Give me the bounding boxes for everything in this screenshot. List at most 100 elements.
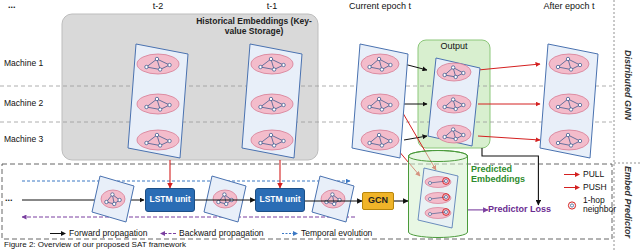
region-fill — [62, 14, 318, 160]
partition-blob — [437, 125, 471, 143]
graph-vertex — [158, 144, 161, 147]
partition-blob — [437, 95, 471, 113]
graph-vertex — [223, 193, 226, 196]
partition-blob — [321, 190, 345, 208]
legend-sample — [50, 229, 66, 238]
graph-vertex — [454, 75, 457, 78]
temporal-line — [22, 181, 350, 182]
forward-arrow — [404, 136, 427, 140]
machine-separator — [0, 86, 612, 87]
partition-blob — [137, 54, 179, 74]
partition-blob — [361, 54, 399, 74]
graph-snapshot — [242, 44, 302, 158]
partition-blob — [251, 54, 293, 74]
graph-vertex — [145, 141, 148, 144]
sample-line — [564, 187, 576, 188]
graph-vertex — [566, 97, 569, 100]
graph-edge — [146, 107, 160, 110]
connector — [468, 209, 488, 210]
graph-vertex — [380, 68, 383, 71]
graph-vertex — [168, 103, 171, 106]
graph-vertex — [566, 133, 569, 136]
connector — [169, 160, 170, 188]
graph-plane — [428, 58, 480, 146]
push-arrow — [478, 64, 540, 70]
neighbor-ring — [443, 194, 450, 201]
legend-text: Temporal evolution — [301, 229, 372, 238]
graph-snapshot — [312, 176, 354, 222]
graph-vertex — [272, 144, 275, 147]
neighbor-ring — [443, 209, 450, 216]
graph-vertex — [462, 133, 465, 136]
graph-vertex — [259, 105, 262, 108]
graph-vertex — [331, 193, 334, 196]
graph-vertex — [368, 105, 371, 108]
partition-blob — [137, 94, 179, 114]
region-fill — [418, 40, 490, 148]
graph-vertex — [443, 73, 446, 76]
loss-label: Predictor Loss — [488, 205, 551, 215]
graph-vertex — [556, 141, 559, 144]
graph-vertex — [333, 202, 336, 205]
sample-vertex — [570, 204, 573, 207]
graph-vertex — [118, 198, 121, 201]
partition-blob — [251, 130, 293, 150]
partition-blob — [425, 208, 451, 219]
legend-item: 1-hop neighbor — [564, 196, 623, 215]
graph-vertex — [451, 98, 454, 101]
graph-plane — [312, 176, 354, 222]
graph-vertex — [454, 107, 457, 110]
graph-edge — [260, 143, 274, 146]
legend-item: Backward propagation — [160, 229, 264, 238]
machine-separator — [0, 122, 612, 123]
graph-vertex — [445, 211, 448, 214]
graph-vertex — [217, 200, 220, 203]
partition-blob — [425, 193, 451, 204]
graph-vertex — [259, 141, 262, 144]
lstm-unit: LSTM unit — [145, 188, 195, 212]
sample-ring — [568, 202, 575, 209]
push-arrow — [478, 104, 540, 105]
graph-vertex — [451, 66, 454, 69]
annotation-label: After epoch t — [543, 2, 594, 12]
graph-vertex — [168, 63, 171, 66]
graph-vertex — [578, 103, 581, 106]
legend-item: PUSH — [564, 183, 607, 192]
graph-vertex — [145, 65, 148, 68]
partition-blob — [137, 130, 179, 150]
graph-snapshot — [204, 176, 246, 222]
graph-edge — [430, 197, 446, 199]
graph-vertex — [578, 139, 581, 142]
graph-vertex — [155, 57, 158, 60]
graph-vertex — [566, 57, 569, 60]
sample-head — [160, 231, 165, 236]
partition-blob — [213, 190, 237, 208]
graph-vertex — [389, 103, 392, 106]
graph-vertex — [578, 63, 581, 66]
legend-sample — [282, 229, 298, 238]
graph-vertex — [443, 105, 446, 108]
annotation-label: ... — [5, 194, 13, 204]
graph-plane — [242, 44, 302, 158]
connector — [305, 200, 362, 201]
connector — [279, 160, 280, 188]
sample-head — [293, 231, 298, 236]
graph-vertex — [454, 137, 457, 140]
graph-vertex — [462, 71, 465, 74]
annotation-label: ... — [8, 1, 16, 11]
graph-vertex — [556, 105, 559, 108]
graph-vertex — [569, 144, 572, 147]
annotation-label: Embed Predictor — [622, 166, 632, 238]
legend-sample — [160, 229, 176, 238]
graph-snapshot — [128, 44, 188, 158]
partition-blob — [549, 94, 589, 114]
graph-vertex — [269, 97, 272, 100]
legend-item: Forward propagation — [50, 229, 147, 238]
legend-text: PUSH — [583, 183, 607, 192]
graph-vertex — [155, 133, 158, 136]
neighbor-ring — [443, 178, 450, 185]
annotation-label: Machine 1 — [4, 59, 43, 68]
embedding-cylinder: Predicted Embeddings — [408, 150, 468, 238]
graph-vertex — [113, 202, 116, 205]
